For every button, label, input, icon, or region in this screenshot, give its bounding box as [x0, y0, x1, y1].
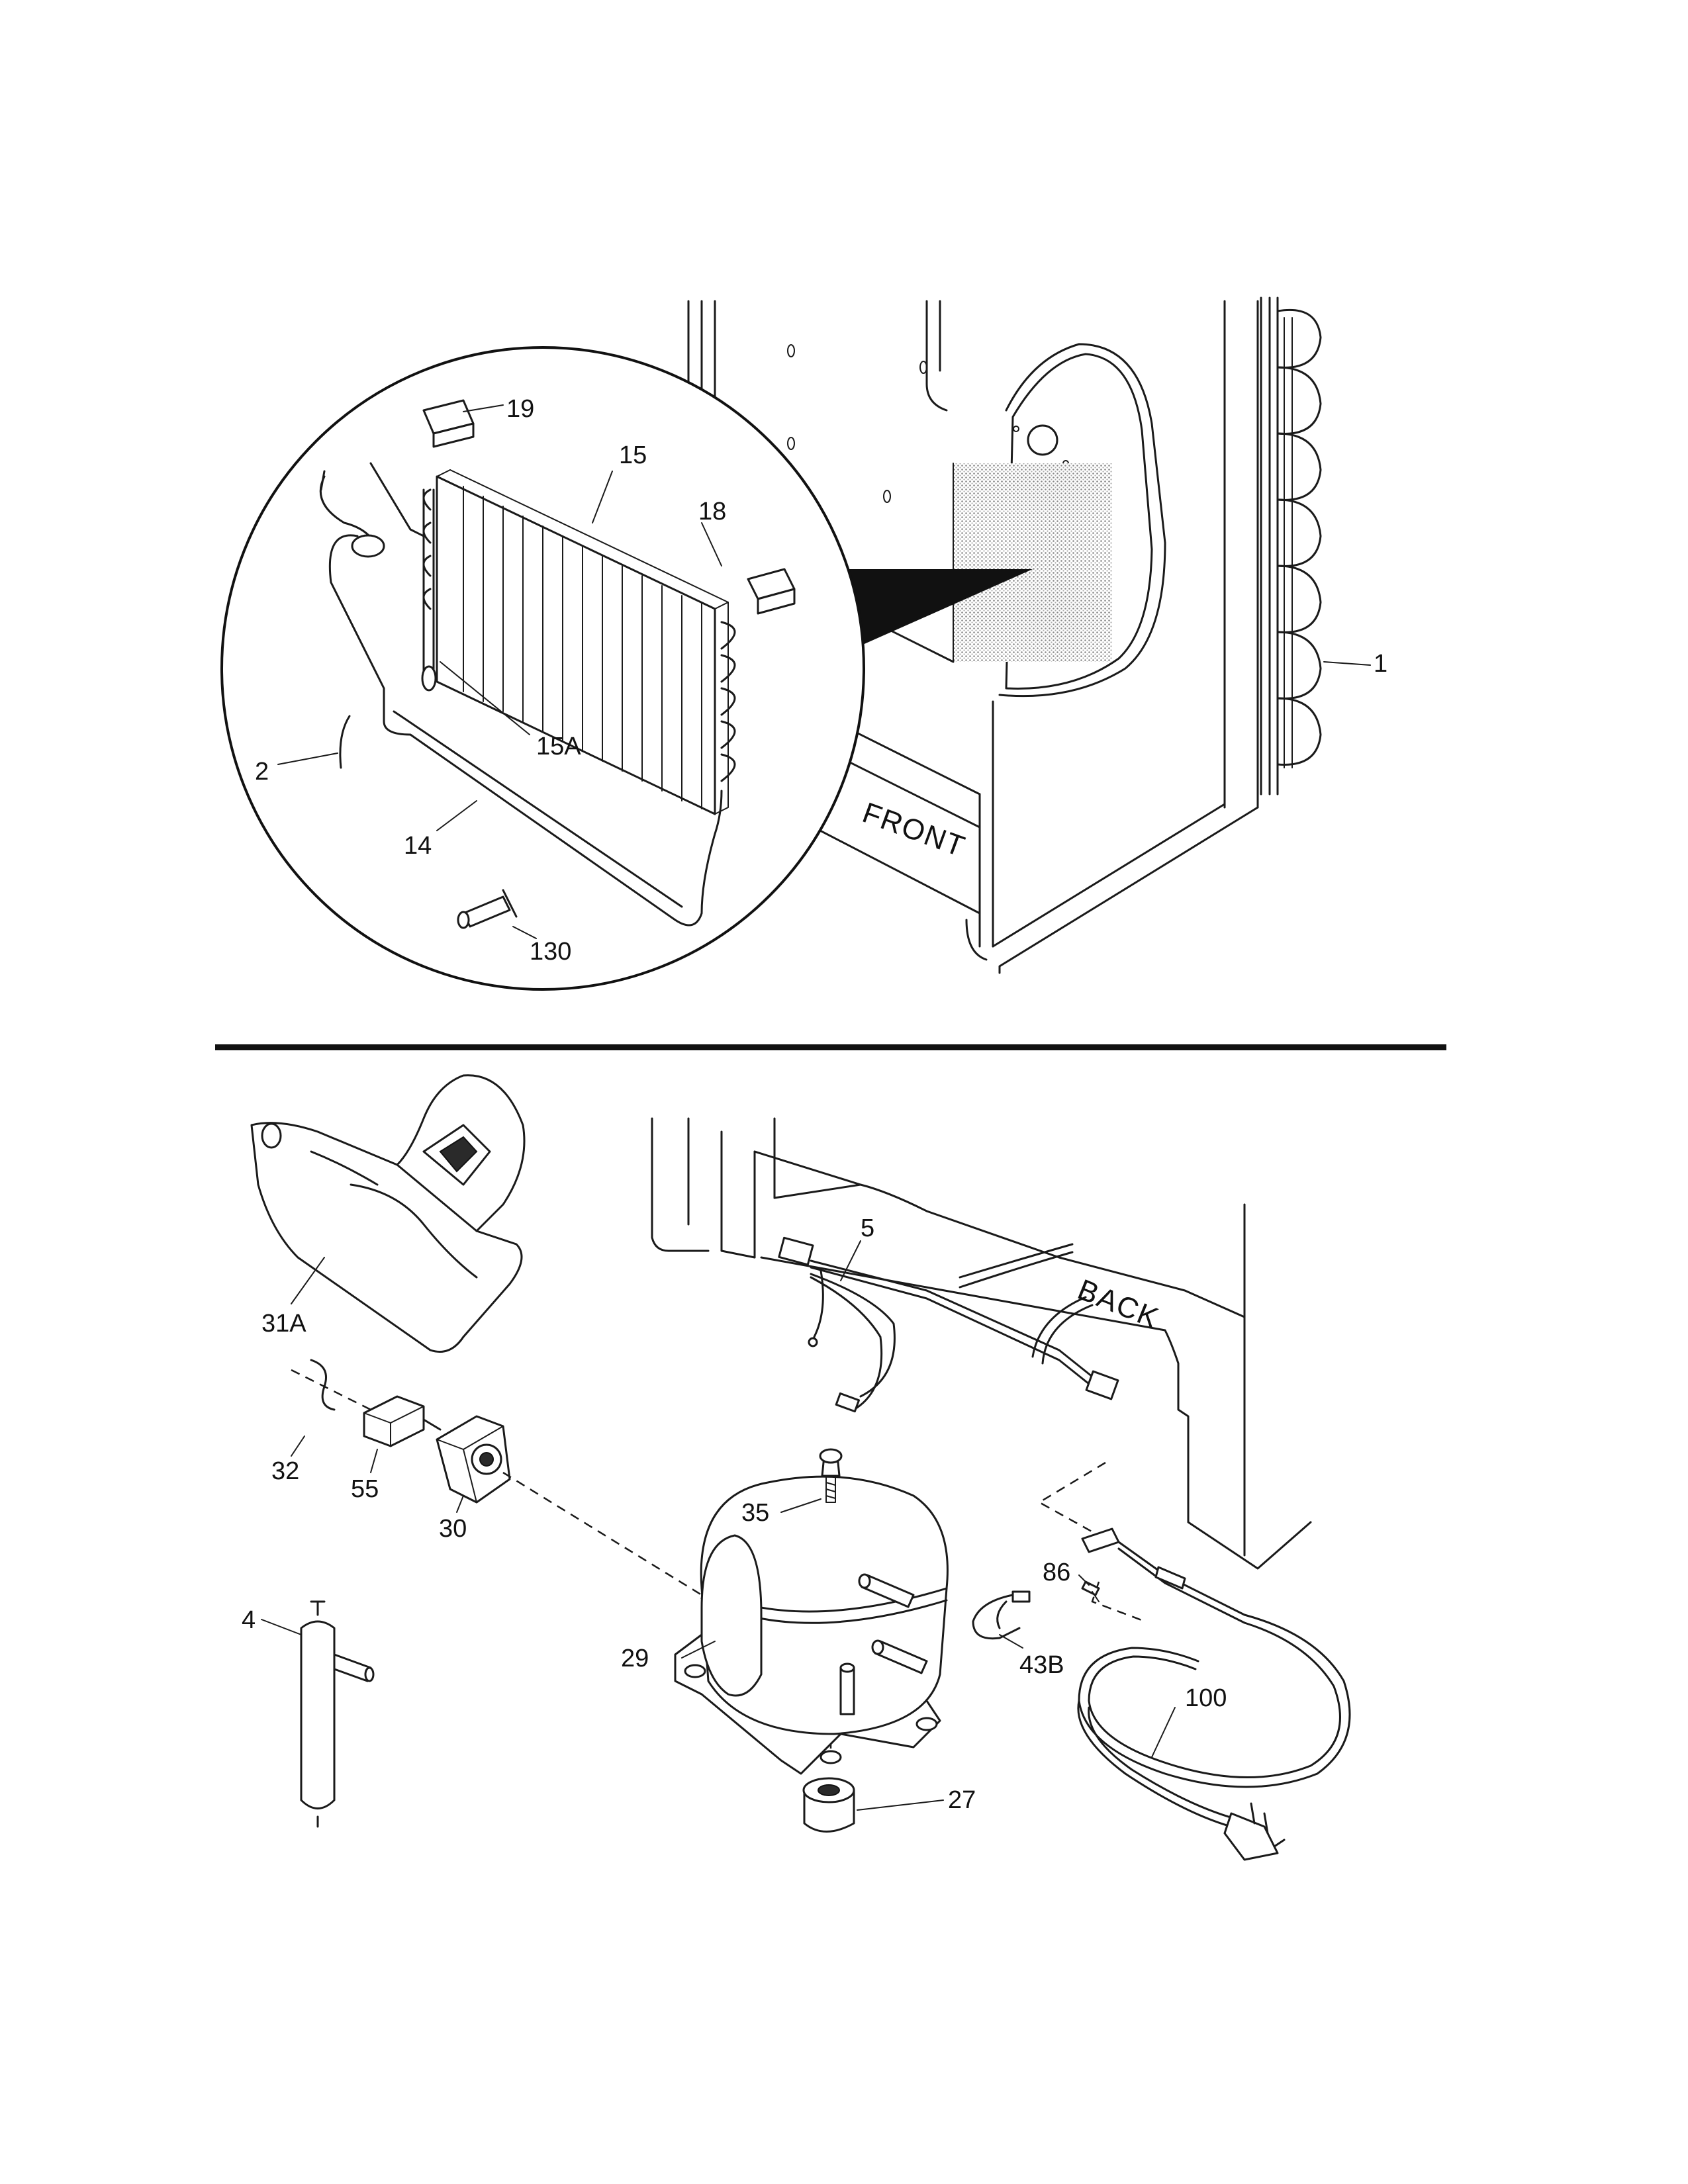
callout-15A: 15A: [536, 733, 581, 760]
cabinet-bottom: [651, 1117, 1312, 1570]
screw-86: [1081, 1580, 1100, 1602]
bolt-35: [819, 1448, 843, 1503]
callout-5: 5: [861, 1214, 874, 1242]
callout-29: 29: [621, 1645, 649, 1672]
grommet-130: [457, 889, 518, 929]
grommet-27: [802, 1777, 855, 1833]
callout-19: 19: [506, 395, 534, 423]
callout-15: 15: [619, 441, 647, 469]
callout-2: 2: [255, 758, 269, 786]
overload-30: [422, 1415, 511, 1504]
back-label: BACK: [1073, 1273, 1164, 1335]
callout-27: 27: [948, 1786, 976, 1814]
evaporator: [422, 469, 736, 815]
leader-lines-bottom: [261, 1240, 1176, 1811]
front-label: FRONT: [859, 796, 970, 863]
callout-35: 35: [741, 1499, 769, 1527]
clamp-43B: [972, 1590, 1031, 1640]
callout-4: 4: [242, 1606, 256, 1634]
callout-18: 18: [698, 498, 726, 525]
detail-pointer-wedge: [811, 569, 1033, 662]
callout-14: 14: [404, 832, 432, 860]
callout-30: 30: [439, 1515, 467, 1543]
callout-100: 100: [1185, 1684, 1227, 1712]
callout-55: 55: [351, 1475, 379, 1503]
callout-43B: 43B: [1019, 1651, 1064, 1679]
cabinet-top: [687, 296, 1322, 974]
callout-130: 130: [530, 938, 571, 966]
relay-55: [363, 1395, 425, 1447]
compressor-29: [674, 1475, 949, 1775]
callout-31A: 31A: [261, 1310, 306, 1338]
wire-harness-5: [778, 1236, 1119, 1413]
drain-pan-31A: [250, 1074, 526, 1353]
drier-4: [300, 1600, 375, 1828]
callout-1: 1: [1374, 650, 1387, 678]
leader-lines-top: [277, 404, 1371, 939]
section-divider: [215, 1044, 1446, 1050]
power-cord-100: [1077, 1527, 1351, 1861]
condenser-coil: [1260, 296, 1322, 796]
callout-32: 32: [271, 1457, 299, 1485]
evaporator-detail-circle: [220, 346, 865, 991]
callout-86: 86: [1043, 1559, 1070, 1586]
